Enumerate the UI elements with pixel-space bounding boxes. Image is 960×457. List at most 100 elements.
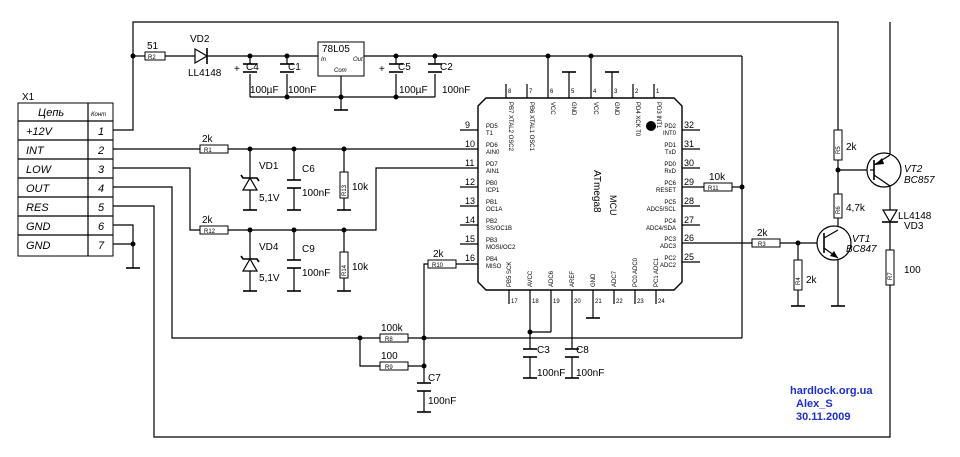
c4-value: 100µF	[250, 85, 279, 96]
pin-5-label: GND	[570, 102, 576, 116]
vd3-ref: VD3	[904, 221, 924, 232]
c8-value: 100nF	[576, 368, 604, 379]
r12-value: 2k	[202, 215, 214, 226]
c1-ref: C1	[288, 62, 301, 73]
pin-14-label: PB2	[486, 219, 498, 225]
r8-ref: R8	[385, 337, 393, 343]
vt2-value: BC857	[904, 175, 935, 186]
pin-5-num: 5	[571, 89, 575, 95]
mcu-name: ATmega8	[591, 170, 602, 213]
r10-ref: R10	[432, 263, 444, 269]
pin-32-num: 32	[684, 120, 694, 130]
pin-2-label: PD4 XCK T0	[634, 102, 640, 137]
connector-ref: X1	[22, 92, 35, 103]
voltage-regulator: 78L05 In Out Com	[317, 41, 365, 77]
resistor-r4	[793, 259, 803, 291]
r12-ref: R12	[204, 229, 216, 235]
pin-7-label: PB6 XTAL1 OSC1	[528, 102, 534, 152]
pin-30-func: RxD	[664, 169, 676, 175]
mcu-atmega8: ATmega8 MCU 8 7 6 5 4 3 2 1 PB7 XTAL2 OS…	[460, 84, 700, 305]
svg-text:+: +	[234, 64, 240, 75]
r14-ref: R14	[342, 264, 348, 276]
vd4-ref: VD4	[259, 242, 279, 253]
pin-12-func: ICP1	[486, 188, 500, 194]
credit-date: 30.11.2009	[796, 411, 850, 423]
junctions	[130, 53, 841, 369]
pin-3-label: GND	[613, 102, 619, 116]
r10-value: 2k	[433, 249, 445, 260]
r11-ref: R11	[708, 186, 719, 192]
transistor-vt2: VT2 BC857	[866, 152, 935, 188]
connector-pin-5: 5	[98, 202, 105, 214]
mcu-left-pins: 9 10 11 12 13 14 15 16 PD5 T1 PD6 AIN0 P…	[460, 120, 516, 270]
r5-value: 2k	[846, 142, 858, 153]
pin-25-num: 25	[684, 252, 694, 262]
connector-signal-7: GND	[26, 240, 51, 252]
r13-value: 10k	[352, 182, 369, 193]
pin-10-func: AIN0	[486, 150, 500, 156]
pin-12-num: 12	[465, 177, 475, 187]
pin-29-func: RESET	[656, 188, 676, 194]
pin-15-func: MOSI/OC2	[486, 245, 516, 251]
svg-text:+: +	[379, 64, 385, 75]
c4-ref: C4	[246, 62, 259, 73]
vd3-value: LL4148	[898, 211, 932, 222]
pin-28-label: PC5	[664, 200, 676, 206]
c3-ref: C3	[537, 345, 550, 356]
vt1-ref: VT1	[852, 234, 870, 245]
pin-14-func: SS/OC1B	[486, 226, 512, 232]
pin-29-label: PC6	[664, 181, 676, 187]
pin-16-func: MISO	[486, 264, 502, 270]
pin-28-func: ADC5/SCL	[647, 207, 677, 213]
pin-18-label: AVCC	[528, 270, 534, 287]
pin-31-label: PD1	[664, 143, 676, 149]
connector-pin-6: 6	[98, 221, 105, 233]
vd1-ref: VD1	[259, 161, 279, 172]
pin-19-num: 19	[553, 299, 560, 305]
capacitor-c3: C3 100nF	[523, 345, 565, 379]
resistor-r10	[427, 259, 457, 269]
c6-value: 100nF	[302, 188, 330, 199]
pin-8-label: PB7 XTAL2 OSC2	[507, 102, 513, 152]
c5-ref: C5	[398, 62, 411, 73]
regulator-ref: 78L05	[322, 44, 350, 55]
pin-18-num: 18	[532, 299, 539, 305]
pin-21-num: 21	[595, 299, 602, 305]
pin-26-num: 26	[684, 233, 694, 243]
pin-26-func: ADC3	[660, 244, 677, 250]
capacitor-c9: C9 100nF	[287, 244, 330, 279]
zener-vd1: VD1 5,1V	[240, 161, 280, 204]
r7-ref: R7	[888, 272, 894, 280]
r14-value: 10k	[352, 262, 369, 273]
capacitor-c6: C6 100nF	[287, 164, 330, 199]
vd1-value: 5,1V	[259, 193, 280, 204]
connector-signal-6: GND	[26, 221, 51, 233]
r6-value: 4,7k	[846, 203, 866, 214]
pin-29-num: 29	[684, 177, 694, 187]
resistor-r2	[144, 51, 166, 61]
r4-ref: R4	[796, 277, 802, 285]
resistor-r1	[199, 144, 229, 154]
r2-value: 51	[147, 41, 159, 52]
r7-value: 100	[904, 265, 921, 276]
resistor-r9	[379, 361, 409, 371]
r4-value: 2k	[806, 275, 818, 286]
pin-13-func: OC1A	[486, 207, 502, 213]
r3-value: 2k	[757, 228, 769, 239]
pin-25-func: ADC2	[660, 263, 677, 269]
pin-23-num: 23	[637, 299, 644, 305]
c5-value: 100µF	[399, 85, 428, 96]
zener-vd4: VD4 5,1V	[240, 242, 280, 284]
pin-27-num: 27	[684, 215, 694, 225]
pin-20-num: 20	[574, 299, 581, 305]
pin-32-label: PD2	[664, 124, 676, 130]
resistor-r8	[379, 333, 409, 343]
pin-26-label: PC3	[664, 237, 676, 243]
pin-31-num: 31	[684, 139, 694, 149]
r6-ref: R6	[836, 206, 842, 214]
connector-header-pin: Конт	[91, 112, 106, 118]
pin-27-label: PC4	[664, 219, 676, 225]
pin-25-label: PC2	[664, 256, 676, 262]
vd2-ref: VD2	[190, 34, 210, 45]
connector-signal-1: +12V	[26, 126, 54, 138]
